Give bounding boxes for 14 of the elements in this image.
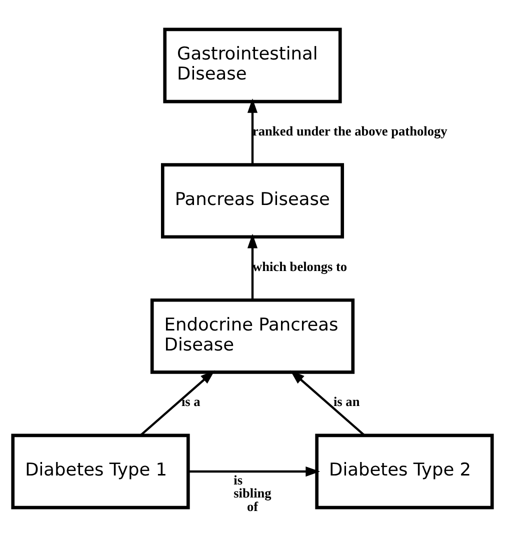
arrow — [290, 370, 366, 436]
node-box: Pancreas Disease — [160, 162, 344, 238]
node-box: Endocrine Pancreas Disease — [150, 298, 355, 374]
node-box: Diabetes Type 1 — [11, 433, 190, 509]
node-box: Diabetes Type 2 — [315, 433, 494, 509]
edge-label: is an — [333, 394, 360, 409]
node-box: Gastrointestinal Disease — [163, 27, 342, 103]
edge-label: which belongs to — [252, 258, 348, 274]
edge-label: is sibling of — [234, 472, 272, 514]
arrow — [188, 466, 320, 476]
arrow — [247, 233, 258, 300]
edge-label: ranked under the above pathology — [252, 122, 448, 138]
arrow — [247, 98, 258, 164]
arrow — [140, 370, 215, 436]
